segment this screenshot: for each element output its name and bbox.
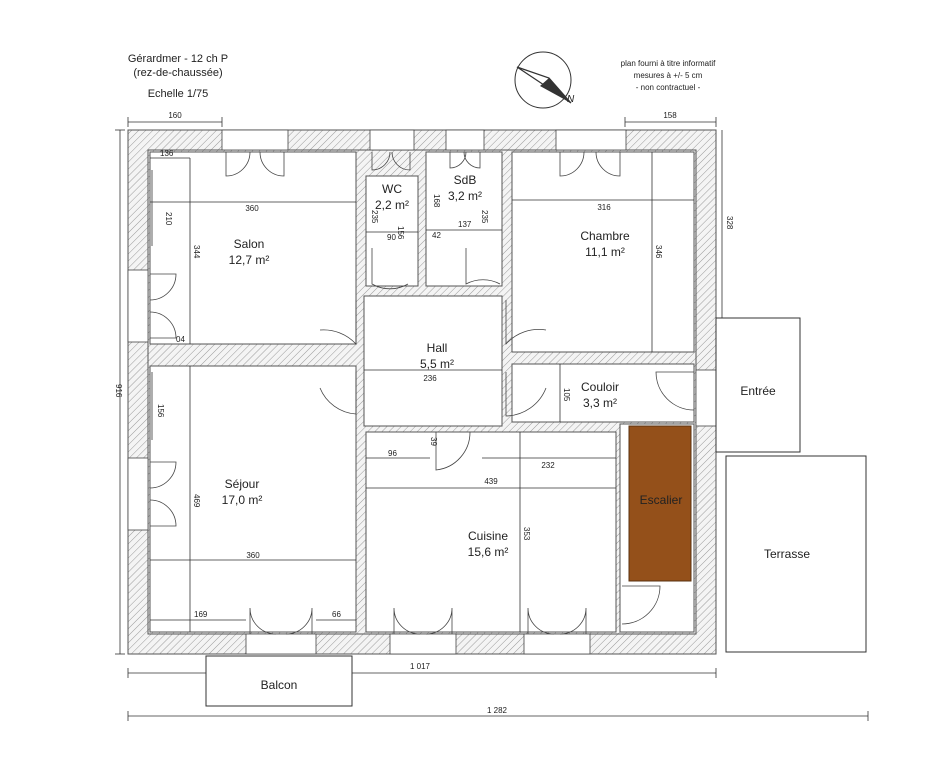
chambre-name: Chambre [580,229,630,243]
svg-text:439: 439 [484,477,498,486]
entree-label: Entrée [740,384,776,398]
room-sdb [425,151,503,287]
room-hall [363,295,503,427]
svg-text:N: N [567,94,575,105]
zone-terrasse [725,455,867,653]
svg-text:42: 42 [432,231,441,240]
dim-top-left: 160 [127,111,223,127]
plan-scale: Echelle 1/75 [148,88,209,100]
salon-area: 12,7 m² [229,253,270,267]
hall-area: 5,5 m² [420,357,454,371]
svg-text:360: 360 [246,551,260,560]
svg-text:235: 235 [370,210,379,224]
window-wc [369,129,415,151]
couloir-area: 3,3 m² [583,396,617,410]
svg-text:232: 232 [541,461,555,470]
svg-text:346: 346 [654,245,663,259]
svg-text:235: 235 [480,210,489,224]
plan-title: Gérardmer - 12 ch P [128,53,228,65]
svg-text:96: 96 [388,449,397,458]
svg-text:105: 105 [562,388,571,402]
window-cuisine-2 [523,633,591,655]
terrasse-label: Terrasse [764,547,810,561]
svg-text:156: 156 [396,226,405,240]
zone-entree [715,317,801,453]
stair-label: Escalier [640,493,683,507]
window-chambre [555,129,627,151]
note-line-2: mesures à +/- 5 cm [634,71,703,80]
dim-top-right: 158 [624,111,717,127]
window-salon-side [127,269,149,343]
note-line-3: - non contractuel - [636,83,701,92]
staircase [628,425,692,582]
svg-text:169: 169 [194,610,208,619]
svg-text:344: 344 [192,245,201,259]
svg-text:39: 39 [429,437,438,446]
svg-text:04: 04 [176,335,185,344]
plan-subtitle: (rez-de-chaussée) [133,67,222,79]
room-wc [365,175,419,287]
door-swings [149,151,695,635]
window-sdb [445,129,485,151]
svg-text:160: 160 [168,111,182,120]
svg-text:1 282: 1 282 [487,706,508,715]
sejour-name: Séjour [225,477,260,491]
hall-name: Hall [427,341,448,355]
wc-area: 2,2 m² [375,198,409,212]
room-sejour [149,365,357,633]
window-sejour-bottom [245,633,317,655]
svg-text:316: 316 [597,203,611,212]
zone-balcon [205,655,353,707]
svg-text:916: 916 [114,384,123,398]
door-entree [695,369,717,427]
window-salon [221,129,289,151]
room-salon [149,151,357,345]
sejour-area: 17,0 m² [222,493,263,507]
svg-text:158: 158 [663,111,677,120]
window-sejour-side [127,457,149,531]
wc-name: WC [382,182,402,196]
north-arrow-icon: N [514,51,575,109]
svg-text:168: 168 [432,194,441,208]
svg-text:156: 156 [156,404,165,418]
room-chambre [511,151,695,353]
window-cuisine-1 [389,633,457,655]
svg-text:1 017: 1 017 [410,662,431,671]
svg-text:210: 210 [164,212,173,226]
room-cuisine [365,431,617,633]
sdb-name: SdB [454,173,477,187]
salon-name: Salon [234,237,265,251]
svg-text:469: 469 [192,494,201,508]
svg-text:328: 328 [725,216,734,230]
chambre-area: 11,1 m² [585,245,625,259]
svg-text:66: 66 [332,610,341,619]
svg-text:236: 236 [423,374,437,383]
svg-text:90: 90 [387,233,396,242]
room-couloir [511,363,695,423]
svg-text:360: 360 [245,204,259,213]
balcon-label: Balcon [261,678,298,692]
interior-dims: 136 360 210 344 04 235 90 156 168 137 23… [150,149,694,632]
svg-text:137: 137 [458,220,472,229]
couloir-name: Couloir [581,380,619,394]
note-line-1: plan fourni à titre informatif [621,59,716,68]
sdb-area: 3,2 m² [448,189,482,203]
svg-text:136: 136 [160,149,174,158]
cuisine-name: Cuisine [468,529,508,543]
svg-text:353: 353 [522,527,531,541]
cuisine-area: 15,6 m² [468,545,509,559]
